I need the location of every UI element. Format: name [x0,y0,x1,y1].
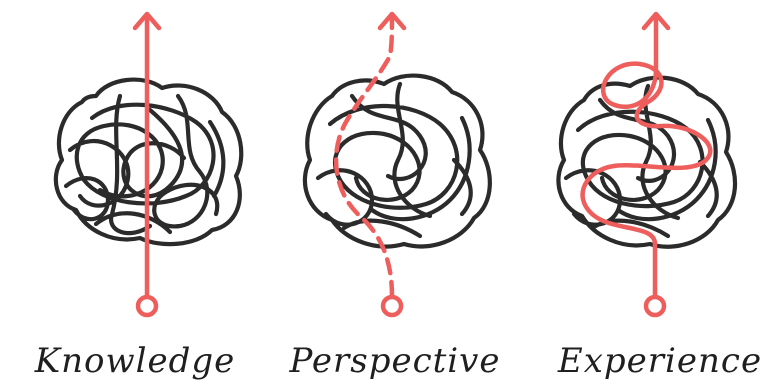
experience-start-circle [643,294,667,318]
tangle-perspective-icon [302,73,492,249]
perspective-path-line [333,13,395,299]
knowledge-arrowhead [132,11,162,31]
tangle-knowledge-icon [53,77,244,247]
panel-experience: Experience [556,11,762,381]
tangle-experience-icon [556,75,738,249]
panel-perspective: Perspective [289,11,501,381]
perspective-start-circle [380,294,404,318]
experience-path-line [580,13,713,299]
perspective-arrowhead [377,11,407,31]
caption-knowledge: Knowledge [34,341,236,381]
caption-perspective: Perspective [289,341,501,381]
panel-knowledge: Knowledge [34,11,244,381]
experience-arrowhead [641,11,671,31]
knowledge-start-circle [135,294,159,318]
caption-experience: Experience [557,341,762,381]
